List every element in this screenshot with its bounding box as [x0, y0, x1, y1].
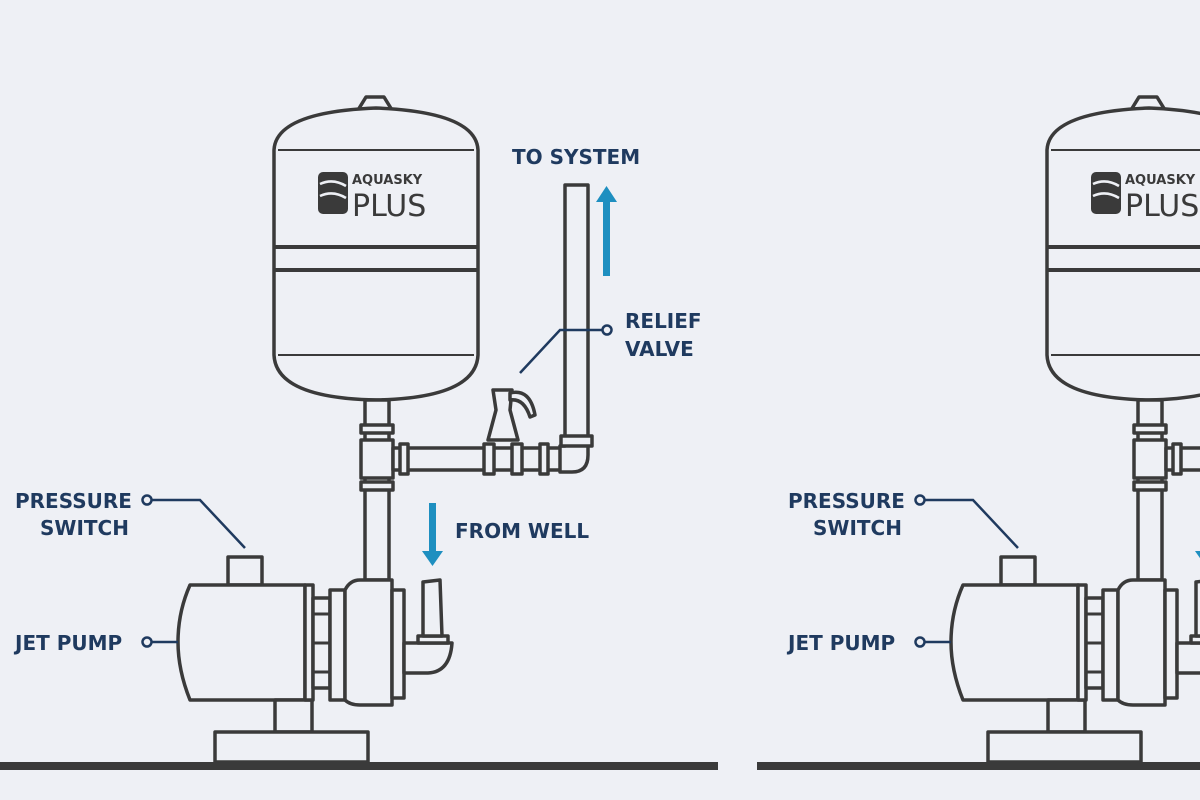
label-relief-valve-2: VALVE	[625, 337, 694, 361]
brand-logo: AQUASKY PLUS	[1091, 172, 1199, 224]
svg-text:AQUASKY: AQUASKY	[352, 173, 423, 188]
svg-text:PLUS: PLUS	[1125, 189, 1199, 224]
system-diagram-left: AQUASKY PLUS TO SYSTEM RELIEF VALVE PRES…	[0, 95, 718, 770]
label-pressure-switch-2: SWITCH	[40, 516, 129, 540]
system-diagram-right: AQUASKY PLUS PRESSURE SWITCH JET PUMP	[757, 95, 1200, 770]
label-jet-pump: JET PUMP	[786, 631, 895, 655]
label-to-system: TO SYSTEM	[512, 145, 640, 169]
label-pressure-switch-2: SWITCH	[813, 516, 902, 540]
label-jet-pump: JET PUMP	[13, 631, 122, 655]
svg-text:AQUASKY: AQUASKY	[1125, 173, 1196, 188]
label-pressure-switch: PRESSURE	[788, 489, 905, 513]
label-pressure-switch: PRESSURE	[15, 489, 132, 513]
label-relief-valve: RELIEF	[625, 309, 702, 333]
svg-text:PLUS: PLUS	[352, 189, 426, 224]
label-from-well: FROM WELL	[455, 519, 589, 543]
brand-logo: AQUASKY PLUS	[318, 172, 426, 224]
